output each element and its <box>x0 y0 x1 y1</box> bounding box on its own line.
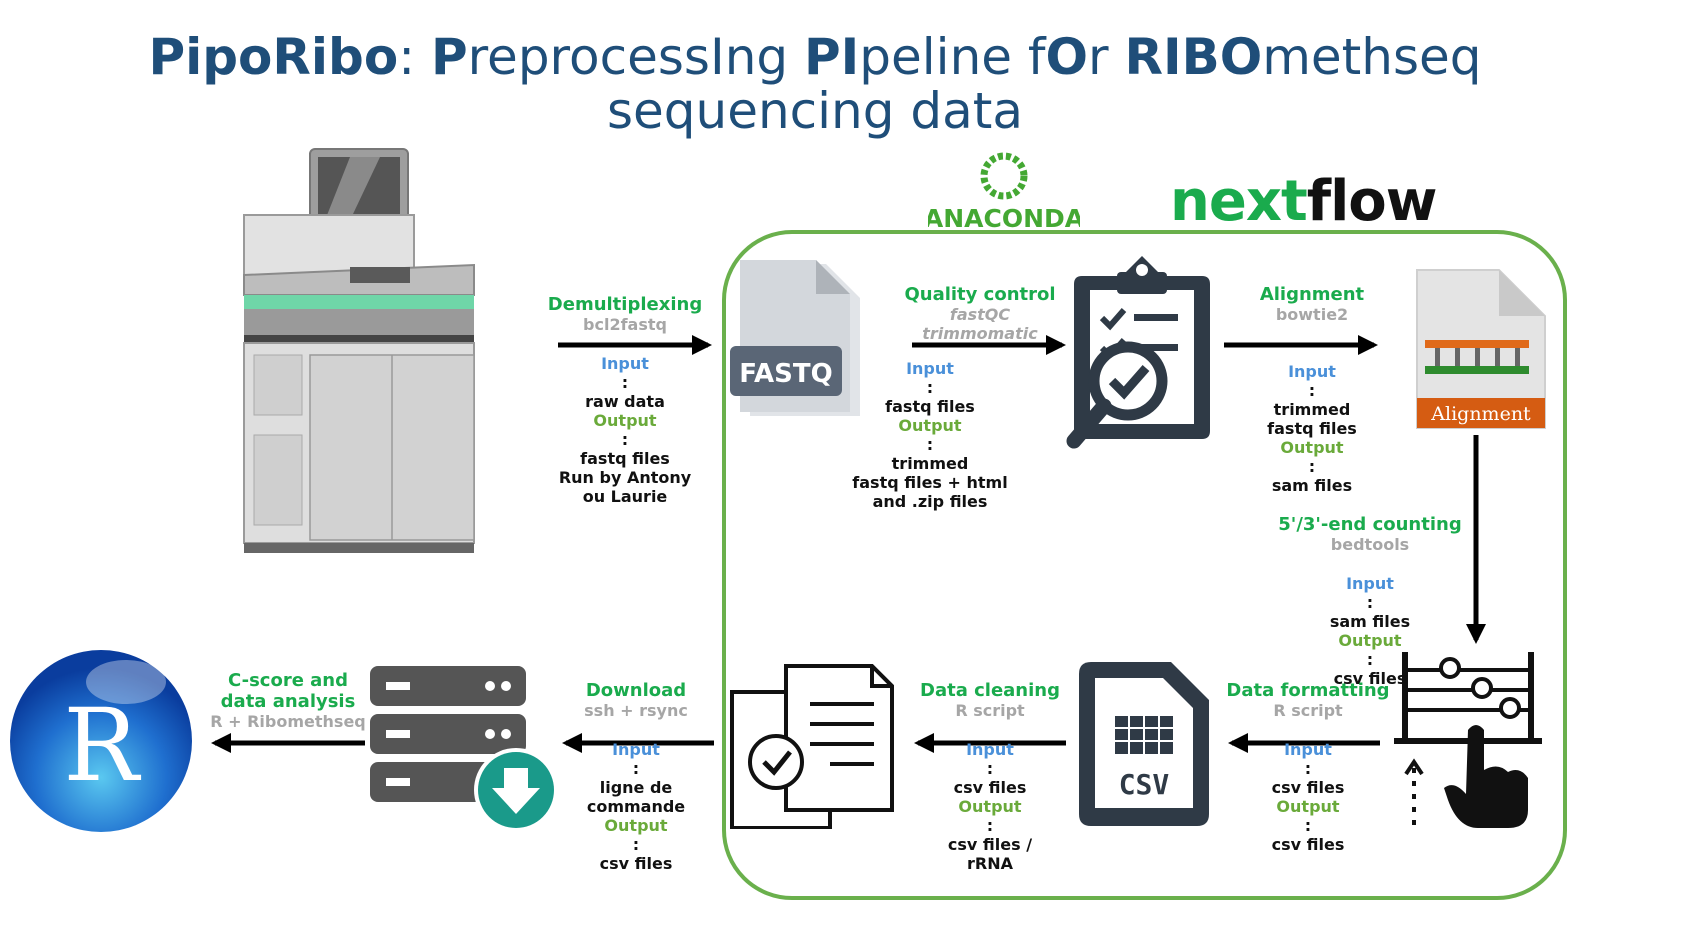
title-run: P <box>430 28 468 86</box>
nextflow-part-a: nex <box>1170 169 1282 234</box>
step-tool: R + Ribomethseq <box>210 712 366 731</box>
step-data-formatting: Data formatting R script Input: csv file… <box>1218 680 1398 854</box>
anaconda-wordmark: ANACONDA <box>928 204 1080 232</box>
nextflow-logo: nextflow <box>1170 169 1438 234</box>
step-end-counting: 5'/3'-end counting bedtools Input: sam f… <box>1270 514 1470 688</box>
step-io: Input: csv files Output: csv files / rRN… <box>947 740 1033 873</box>
step-quality-control: Quality control fastQC trimmomatic Input… <box>852 284 1080 511</box>
step-name-1: C-score and <box>227 670 349 691</box>
step-name: Alignment <box>1259 284 1365 305</box>
pipeline-container <box>722 230 1567 900</box>
alignment-label: Alignment <box>1430 403 1531 425</box>
step-tool-1: fastQC <box>949 305 1011 324</box>
title-run: O <box>1045 28 1089 86</box>
r-letter: R <box>63 687 141 804</box>
alignment-file-icon: Alignment <box>1416 269 1546 429</box>
step-io: Input: raw data Output: fastq files Run … <box>558 354 692 506</box>
r-logo: R <box>10 650 192 832</box>
step-tool: R script <box>955 701 1025 720</box>
title-run: peline f <box>859 28 1046 86</box>
nextflow-part-b: t <box>1280 169 1308 234</box>
step-tool: ssh + rsync <box>584 701 688 720</box>
step-io: Input: sam files Output: csv files <box>1329 574 1411 688</box>
title-run: reprocessIng <box>467 28 805 86</box>
csv-file-icon: CSV <box>1079 662 1209 826</box>
step-alignment: Alignment bowtie2 Input: trimmed fastq f… <box>1222 284 1402 495</box>
server-download-icon <box>370 666 558 832</box>
step-name: Quality control <box>904 284 1056 305</box>
quality-control-icon <box>1066 256 1210 449</box>
data-formatting-icon <box>1394 652 1542 828</box>
page-title: PipoRibo: PreprocessIng PIpeline fOr RIB… <box>0 30 1630 138</box>
title-run: methseq <box>1262 28 1482 86</box>
step-io: Input: fastq files Output: trimmed fastq… <box>852 359 1008 511</box>
step-name: 5'/3'-end counting <box>1278 514 1462 535</box>
step-tool: bowtie2 <box>1275 305 1349 324</box>
nextflow-part-c: flow <box>1306 169 1438 234</box>
data-cleaning-icon <box>730 664 894 829</box>
title-line-2: sequencing data <box>606 82 1023 140</box>
title-run: PI <box>804 28 860 86</box>
step-download: Download ssh + rsync Input: ligne de com… <box>556 680 716 873</box>
title-run: r <box>1088 28 1125 86</box>
step-tool: bcl2fastq <box>583 315 667 334</box>
step-name: Download <box>585 680 687 701</box>
title-run: RIBO <box>1124 28 1263 86</box>
sequencer-icon <box>243 148 475 553</box>
fastq-label: FASTQ <box>739 359 832 389</box>
step-cscore-analysis: C-score and data analysis R + Ribomethse… <box>200 670 376 731</box>
step-io: Input: ligne de commande Output: csv fil… <box>586 740 686 873</box>
step-demultiplexing: Demultiplexing bcl2fastq Input: raw data… <box>540 294 710 506</box>
title-run: : <box>398 28 431 86</box>
step-name: Data cleaning <box>920 680 1060 701</box>
title-line-1: PipoRibo: PreprocessIng PIpeline fOr RIB… <box>0 30 1630 84</box>
step-data-cleaning: Data cleaning R script Input: csv files … <box>900 680 1080 873</box>
fastq-file-icon: FASTQ <box>730 260 860 416</box>
step-name: Data formatting <box>1226 680 1390 701</box>
step-tool: bedtools <box>1330 535 1410 554</box>
step-tool-2: trimmomatic <box>922 324 1038 343</box>
step-io: Input: trimmed fastq files Output: sam f… <box>1267 362 1357 495</box>
step-io: Input: csv files Output: csv files <box>1271 740 1345 854</box>
step-name-2: data analysis <box>220 691 356 712</box>
csv-label: CSV <box>1119 768 1170 801</box>
title-run: PipoRibo <box>148 28 399 86</box>
step-name: Demultiplexing <box>547 294 703 315</box>
step-tool: R script <box>1273 701 1343 720</box>
anaconda-logo: ANACONDA <box>928 152 1080 232</box>
